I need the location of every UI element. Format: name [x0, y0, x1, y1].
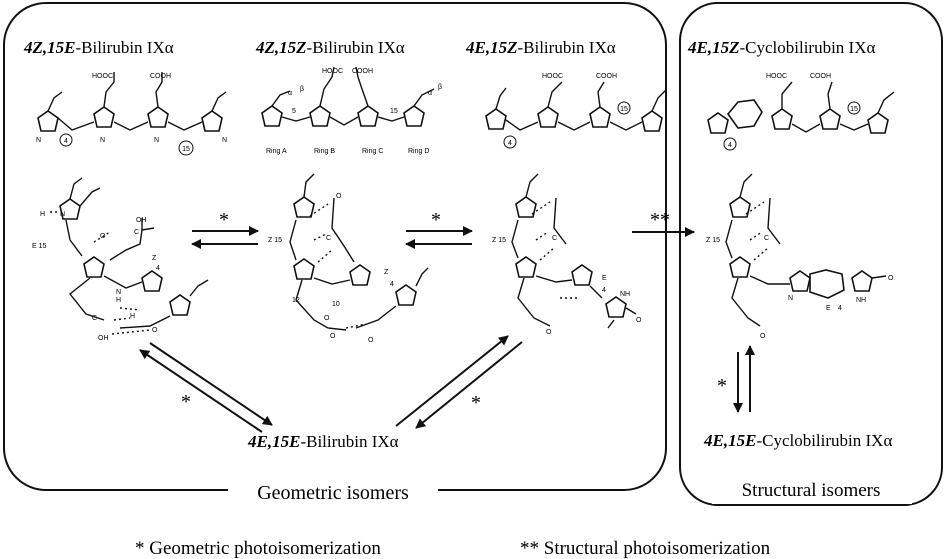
- title-4z15e-bilirubin: 4Z,15E-Bilirubin IXα: [23, 38, 174, 57]
- svg-text:O: O: [324, 315, 330, 322]
- svg-text:H: H: [116, 297, 121, 304]
- svg-text:O: O: [368, 337, 374, 344]
- svg-text:O: O: [100, 233, 106, 240]
- svg-text:O: O: [546, 329, 552, 336]
- svg-text:N: N: [116, 289, 121, 296]
- svg-text:4: 4: [602, 287, 606, 294]
- footer-geometric: * Geometric photoisomerization: [135, 538, 381, 559]
- arrow-pair-4: *: [395, 335, 523, 429]
- title-4z15z-bilirubin: 4Z,15Z-Bilirubin IXα: [255, 38, 405, 57]
- svg-text:4: 4: [508, 140, 512, 147]
- svg-text:10: 10: [332, 301, 340, 308]
- svg-text:Ring D: Ring D: [408, 148, 429, 155]
- structural-isomers-panel: [679, 2, 943, 506]
- svg-text:Z 15: Z 15: [706, 237, 720, 244]
- structure-cyclobilirubin-folded: Z 15 C N E 4 NH O O: [706, 173, 894, 340]
- svg-text:E 15: E 15: [32, 243, 47, 250]
- structure-4e15z-cyclobilirubin-linear: HOOC COOH 4 15: [707, 73, 895, 151]
- svg-text:Ring A: Ring A: [266, 148, 287, 155]
- svg-text:H: H: [40, 211, 45, 218]
- svg-text:5: 5: [292, 108, 296, 115]
- svg-text:Ring B: Ring B: [314, 148, 335, 155]
- title-4e15z-bilirubin: 4E,15Z-Bilirubin IXα: [465, 38, 616, 57]
- svg-text:OH: OH: [136, 217, 147, 224]
- svg-text:4: 4: [156, 265, 160, 272]
- svg-text:O: O: [336, 193, 342, 200]
- svg-text:N: N: [36, 137, 41, 144]
- arrow-structural: **: [632, 209, 695, 237]
- svg-text:15: 15: [182, 146, 190, 153]
- title-4e15e-bilirubin: 4E,15E-Bilirubin IXα: [247, 432, 399, 451]
- svg-text:C: C: [92, 315, 97, 322]
- svg-text:Z: Z: [384, 269, 389, 276]
- svg-text:C: C: [134, 229, 139, 236]
- svg-text:*: *: [219, 209, 229, 231]
- svg-text:C: C: [326, 235, 331, 242]
- svg-text:*: *: [181, 391, 191, 413]
- svg-text:4: 4: [390, 281, 394, 288]
- structure-4z15z-folded: Z 15 O C 12 10 Z 4 O O O: [268, 173, 429, 344]
- svg-text:N: N: [100, 137, 105, 144]
- svg-text:O: O: [760, 333, 766, 340]
- svg-text:COOH: COOH: [150, 73, 171, 80]
- arrow-pair-1: *: [191, 209, 259, 249]
- svg-text:NH: NH: [856, 297, 866, 304]
- svg-text:OH: OH: [98, 335, 109, 342]
- svg-text:O: O: [636, 317, 642, 324]
- arrow-pair-2: *: [405, 209, 473, 249]
- geometric-isomers-label: Geometric isomers: [257, 482, 409, 504]
- svg-text:**: **: [650, 209, 670, 231]
- structure-4z15e-folded: H N E 15 OH C O N H Z 4 H C OH O: [32, 177, 209, 342]
- svg-text:O: O: [330, 333, 336, 340]
- svg-text:O: O: [152, 327, 158, 334]
- structural-isomers-label: Structural isomers: [742, 480, 881, 501]
- svg-text:α: α: [288, 90, 292, 97]
- arrow-pair-3: *: [139, 342, 273, 433]
- structure-4e15z-folded: Z 15 C E 4 NH O O: [492, 173, 642, 336]
- svg-text:4: 4: [728, 142, 732, 149]
- footer-structural: ** Structural photoisomerization: [520, 538, 771, 559]
- svg-text:HOOC: HOOC: [92, 73, 113, 80]
- svg-text:4: 4: [64, 138, 68, 145]
- svg-text:E: E: [826, 305, 831, 312]
- svg-text:N: N: [154, 137, 159, 144]
- svg-text:*: *: [431, 209, 441, 231]
- svg-text:4: 4: [838, 305, 842, 312]
- svg-text:COOH: COOH: [352, 68, 373, 75]
- svg-text:C: C: [764, 235, 769, 242]
- svg-text:H: H: [130, 313, 135, 320]
- svg-text:15: 15: [620, 106, 628, 113]
- svg-text:COOH: COOH: [596, 73, 617, 80]
- svg-text:α: α: [428, 90, 432, 97]
- svg-text:NH: NH: [620, 291, 630, 298]
- svg-text:O: O: [888, 275, 894, 282]
- svg-text:*: *: [717, 375, 727, 397]
- svg-text:Z 15: Z 15: [268, 237, 282, 244]
- svg-text:C: C: [552, 235, 557, 242]
- title-4e15e-cyclobilirubin: 4E,15E-Cyclobilirubin IXα: [703, 431, 892, 450]
- svg-text:N: N: [222, 137, 227, 144]
- svg-text:Z: Z: [152, 255, 157, 262]
- svg-text:Z 15: Z 15: [492, 237, 506, 244]
- svg-text:12: 12: [292, 297, 300, 304]
- svg-text:Ring C: Ring C: [362, 148, 383, 155]
- svg-text:HOOC: HOOC: [766, 73, 787, 80]
- svg-text:N: N: [788, 295, 793, 302]
- svg-text:HOOC: HOOC: [542, 73, 563, 80]
- svg-text:N: N: [60, 211, 65, 218]
- svg-text:15: 15: [850, 106, 858, 113]
- svg-text:HOOC: HOOC: [322, 68, 343, 75]
- arrow-pair-5: *: [717, 345, 755, 413]
- svg-text:β: β: [300, 86, 304, 93]
- svg-text:β: β: [438, 84, 442, 91]
- title-4e15z-cyclobilirubin: 4E,15Z-Cyclobilirubin IXα: [687, 38, 875, 57]
- svg-text:E: E: [602, 275, 607, 282]
- svg-text:COOH: COOH: [810, 73, 831, 80]
- svg-text:15: 15: [390, 108, 398, 115]
- structure-4z15e-linear: HOOC COOH N N N N 4 15: [36, 72, 227, 156]
- structure-4z15z-linear: HOOC COOH 5 15 α β α β Ring A Ring B Rin…: [261, 66, 442, 155]
- svg-text:*: *: [471, 392, 481, 414]
- structure-4e15z-linear: HOOC COOH 4 15: [485, 73, 667, 149]
